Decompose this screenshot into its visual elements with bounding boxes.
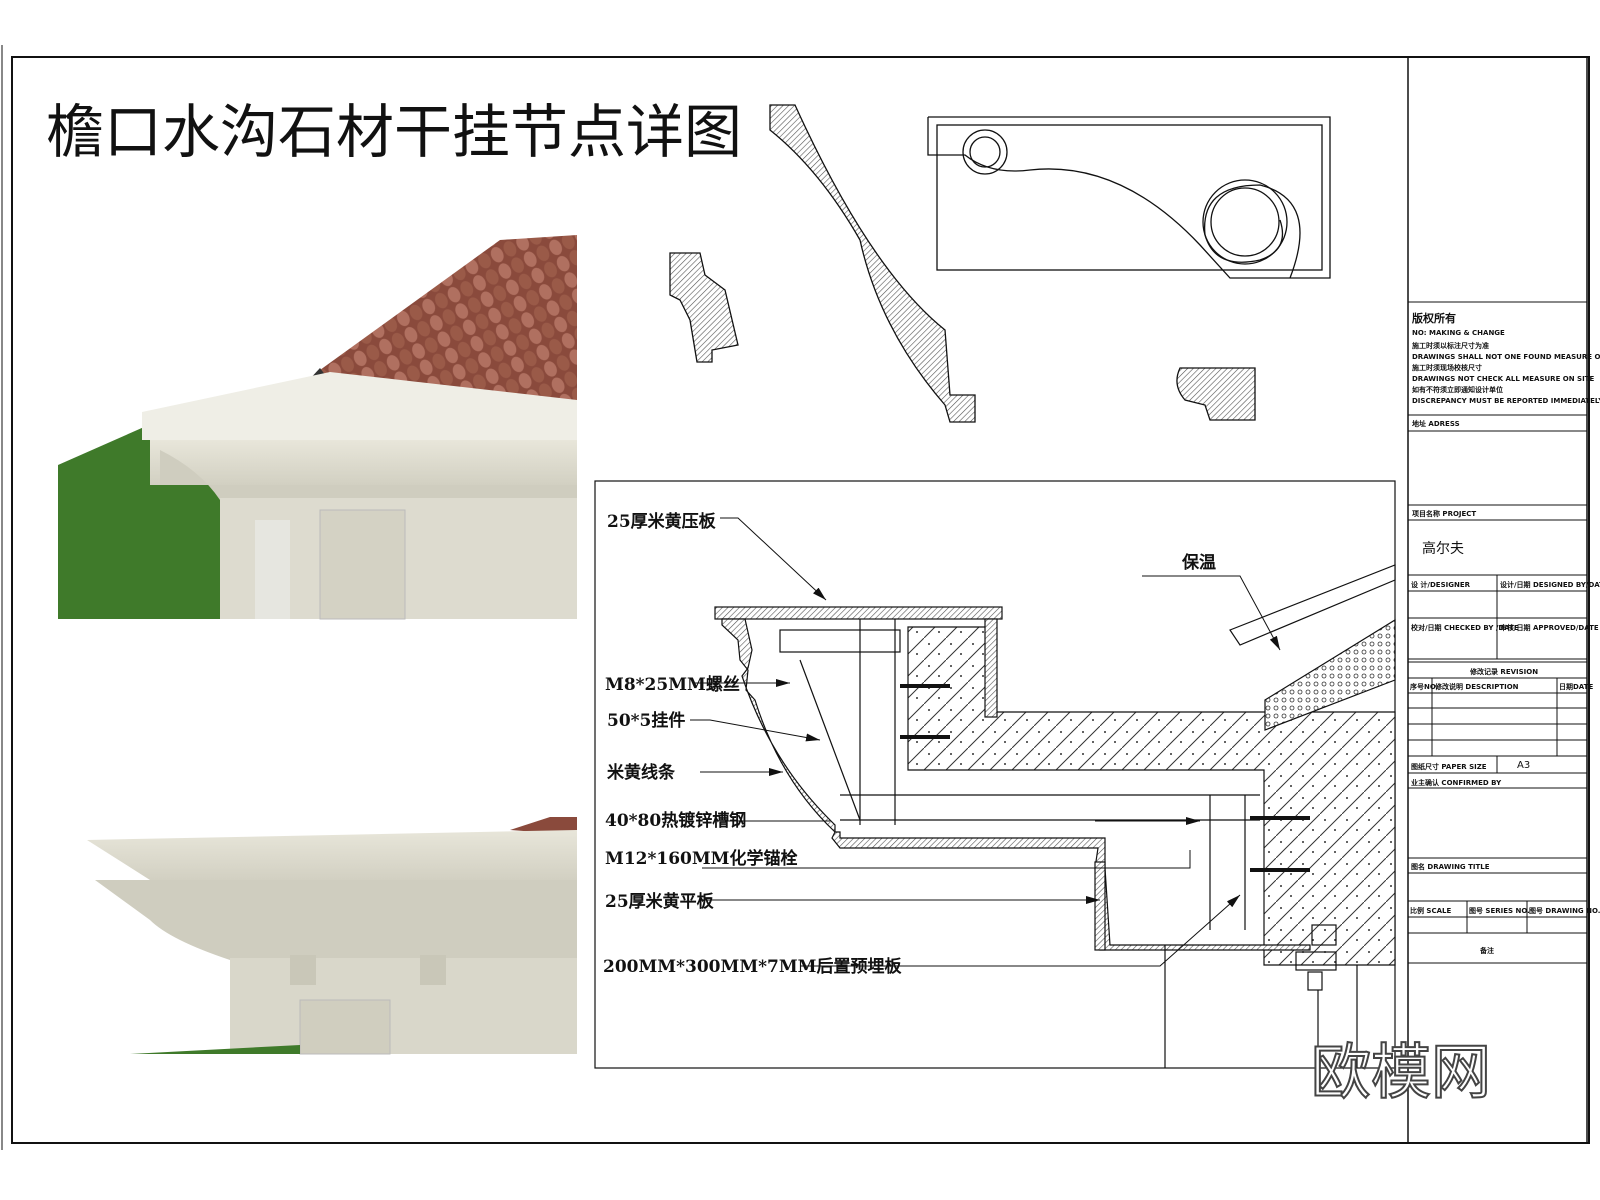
note-1: 施工时须以标注尺寸为准 [1412,341,1489,350]
title-block-text: 版权所有 NO: MAKING & CHANGE 施工时须以标注尺寸为准 DRA… [1409,311,1600,955]
label-cap-board: 25厚米黄压板 [607,511,717,532]
note-3-en: DISCREPANCY MUST BE REPORTED IMMEDIATELY… [1412,397,1600,405]
label-anchor-bolt: M12*160MM化学锚栓 [605,848,798,869]
section-detail [714,564,1396,1068]
design-date-label: 设计/日期 DESIGNED BY/DATE [1500,580,1600,589]
confirmed-label: 业主确认 CONFIRMED BY [1411,778,1502,787]
revision-label: 修改记录 REVISION [1469,667,1538,676]
note-1-en: DRAWINGS SHALL NOT ONE FOUND MEASURE ONL… [1412,353,1600,361]
address-label: 地址 ADRESS [1412,419,1460,428]
series-label: 图号 SERIES NO. [1469,906,1530,915]
remarks-label: 备注 [1479,946,1494,955]
render-photo-eave-bottom [87,817,577,1055]
moulding-profiles [669,104,1331,423]
note-2: 施工时须现场校核尺寸 [1412,363,1482,372]
copyright: 版权所有 [1412,311,1456,325]
rev-desc-label: 修改说明 DESCRIPTION [1434,682,1519,691]
label-insulation: 保温 [1181,552,1216,573]
page-title: 檐口水沟石材干挂节点详图 [46,98,742,166]
label-hanger: 50*5挂件 [607,710,685,731]
project-name: 高尔夫 [1422,540,1464,557]
render-photo-eave-top [58,235,577,620]
paper-size: A3 [1517,760,1530,771]
project-label: 项目名称 PROJECT [1412,509,1476,518]
label-embedded-plate: 200MM*300MM*7MM后置预埋板 [603,956,902,977]
drawing-no-label: 图号 DRAWING NO. [1529,906,1600,915]
leader-lines [690,517,1281,967]
label-moulding: 米黄线条 [607,762,676,783]
watermark-logo: 欧模网 [1311,1038,1491,1108]
rev-no-label: 序号NO. [1409,682,1438,691]
label-channel-steel: 40*80热镀锌槽钢 [605,810,746,831]
drawing-title-label: 图名 DRAWING TITLE [1411,862,1490,871]
label-screw: M8*25MM螺丝 [605,674,740,695]
title-block [1408,57,1588,1143]
paper-size-label: 图纸尺寸 PAPER SIZE [1411,762,1487,771]
label-flat-board: 25厚米黄平板 [605,891,715,912]
designer-label: 设 计/DESIGNER [1411,580,1471,589]
rev-date-label: 日期DATE [1559,682,1593,691]
checked-label: 校对/日期 CHECKED BY /DATE [1411,623,1519,632]
note-2-en: DRAWINGS NOT CHECK ALL MEASURE ON SITE [1412,375,1594,383]
approved-label: 审核/日期 APPROVED/DATE [1500,623,1599,632]
sheet-border [11,56,1590,1144]
scale-label: 比例 SCALE [1410,906,1451,915]
copyright-en: NO: MAKING & CHANGE [1412,329,1505,337]
note-3: 如有不符须立即通知设计单位 [1412,385,1503,394]
